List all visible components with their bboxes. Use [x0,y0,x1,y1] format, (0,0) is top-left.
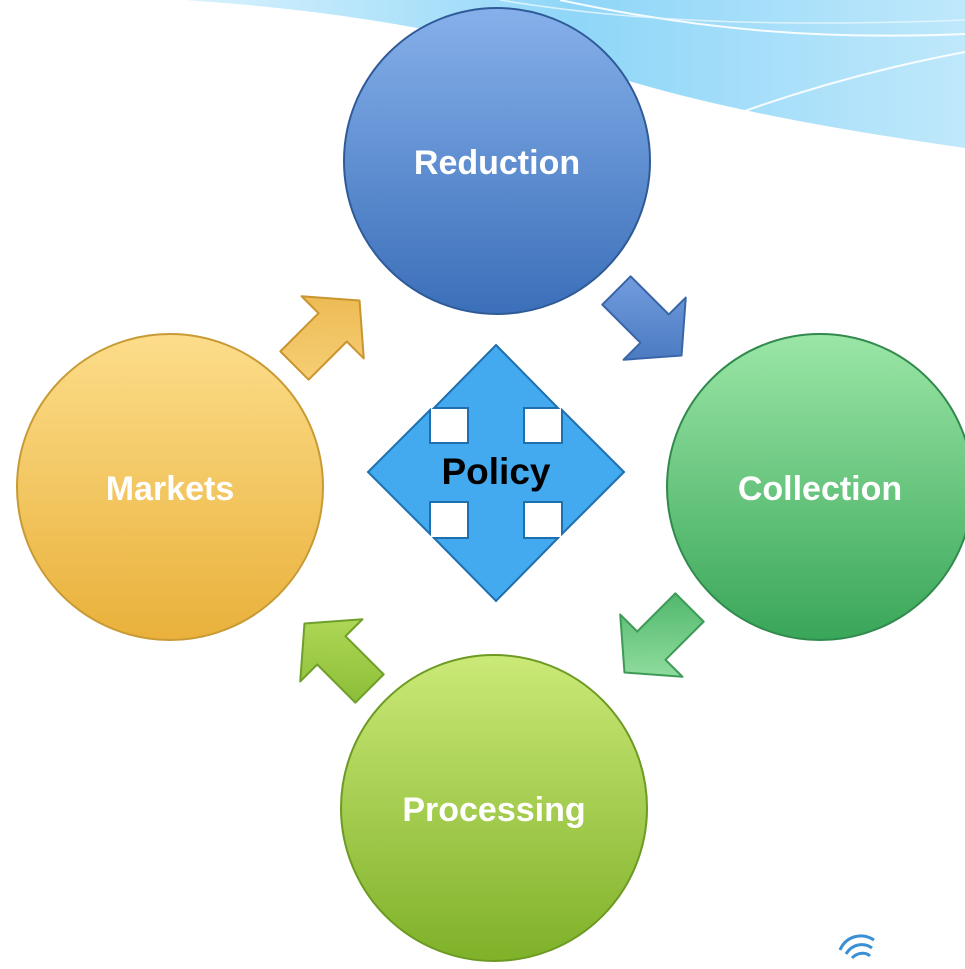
arrow-processing-to-markets [299,618,385,704]
arrow-markets-to-reduction [279,295,365,381]
node-collection: Collection [666,333,965,641]
corner-logo-icon [838,934,875,960]
arrow-reduction-to-collection [601,275,687,361]
node-collection-label: Collection [738,470,902,508]
policy-quad-arrow: Policy [366,343,626,603]
node-markets: Markets [16,333,324,641]
node-processing-label: Processing [402,791,585,829]
node-markets-label: Markets [106,470,235,508]
arrow-collection-to-processing [619,592,705,678]
header-wave [185,0,965,148]
node-reduction-label: Reduction [414,144,580,182]
policy-label: Policy [442,451,551,492]
node-processing: Processing [340,654,648,962]
node-reduction: Reduction [343,7,651,315]
